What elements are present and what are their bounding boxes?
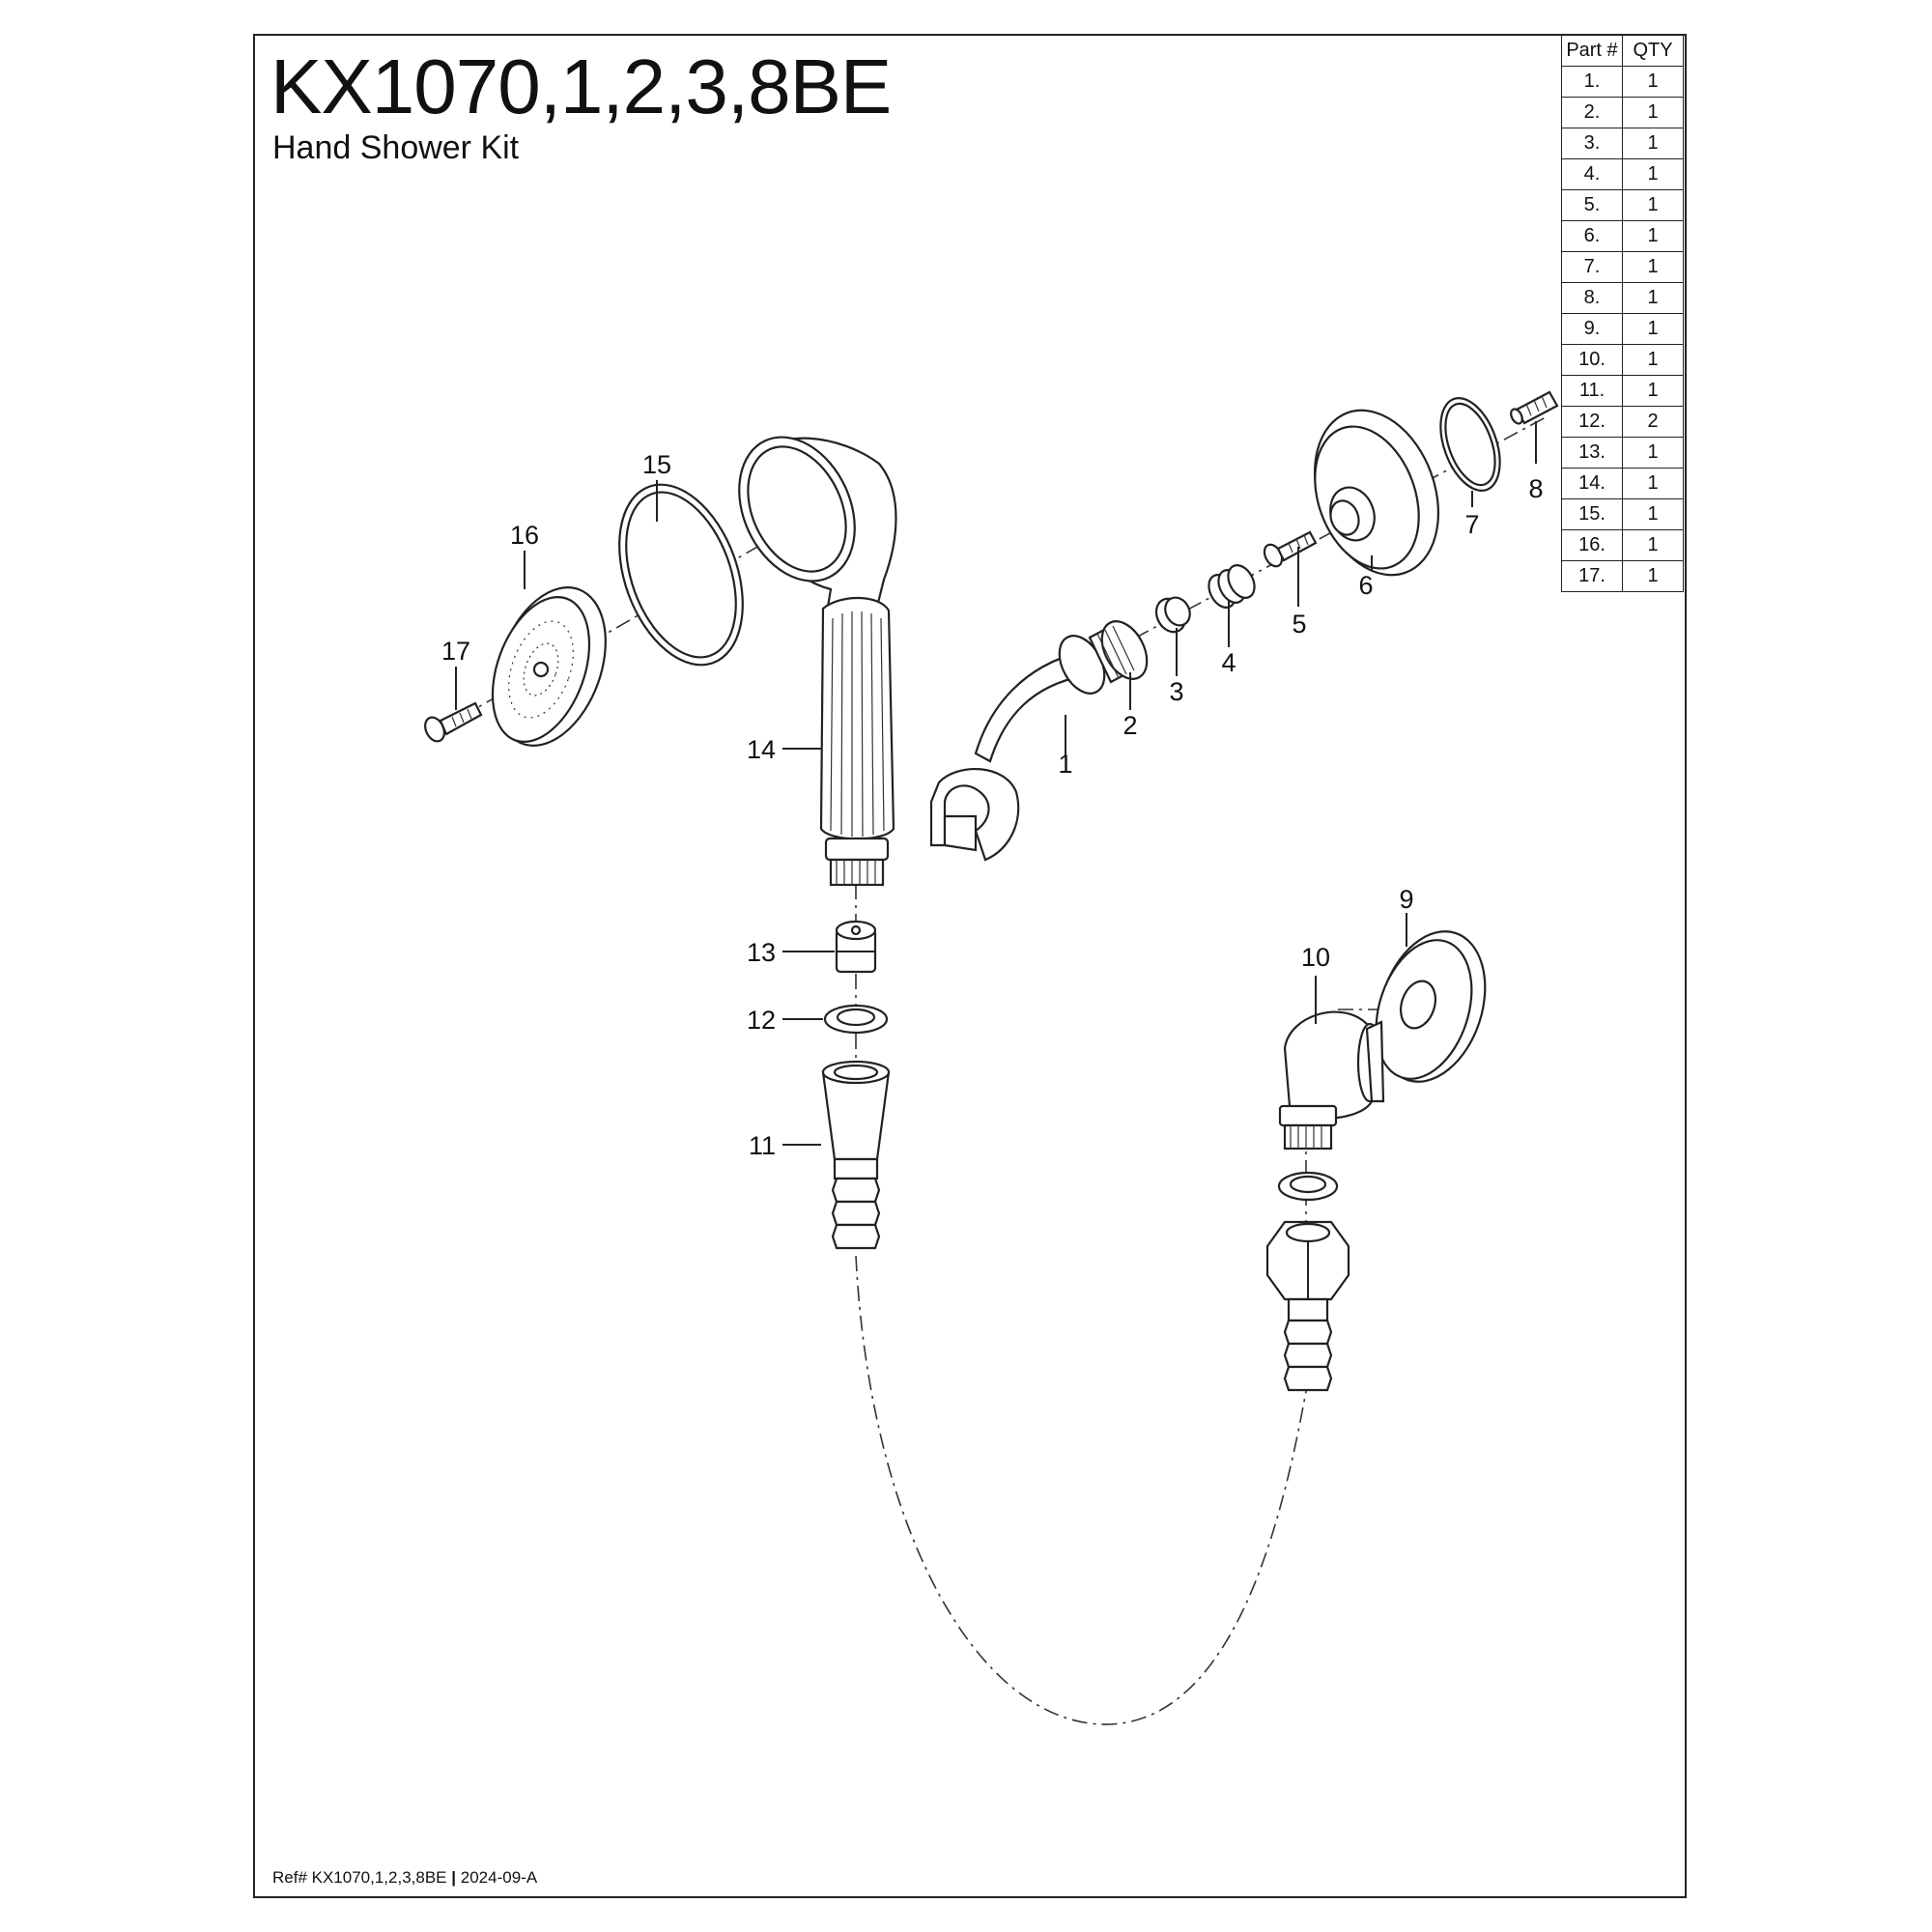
part-17-screw [424,701,483,743]
part-number-cell: 16. [1561,529,1623,561]
qty-cell: 1 [1622,468,1684,499]
part-number-cell: 6. [1561,220,1623,252]
part-14-hand-shower [738,436,897,887]
part-2-swivel-nut [1058,620,1149,695]
part-8-wall-anchor [1510,390,1559,425]
callout-11: 11 [749,1131,776,1160]
part-12-washer-lower [1277,1171,1339,1202]
handle-grip-ribs [830,611,885,838]
part-11-hose-nut [821,1060,891,1250]
part-5-screw [1263,530,1318,568]
qty-cell: 1 [1622,498,1684,530]
qty-cell: 1 [1622,437,1684,469]
qty-cell: 1 [1622,66,1684,98]
callout-14: 14 [747,735,776,764]
callout-8: 8 [1528,474,1543,503]
callout-13: 13 [747,938,776,967]
callout-4: 4 [1221,648,1236,677]
part-7-o-ring [1439,397,1501,492]
callout-10: 10 [1301,943,1330,972]
qty-cell: 1 [1622,220,1684,252]
parts-table-row: 12.2 [1561,406,1684,438]
part-9-escutcheon [1375,930,1487,1083]
callout-6: 6 [1358,571,1373,600]
part-number-cell: 17. [1561,560,1623,592]
parts-table-row: 4.1 [1561,158,1684,190]
callout-2: 2 [1122,711,1137,740]
part-number-cell: 11. [1561,375,1623,407]
part-number-cell: 5. [1561,189,1623,221]
callout-3: 3 [1169,677,1183,706]
part-3-cap-washer [1154,596,1191,634]
parts-table-row: 14.1 [1561,468,1684,499]
parts-table-row: 17.1 [1561,560,1684,592]
callout-1: 1 [1058,750,1072,779]
drawing-sheet-border [253,34,1687,1898]
qty-cell: 1 [1622,375,1684,407]
callout-7: 7 [1464,510,1479,539]
parts-table-row: 1.1 [1561,66,1684,98]
qty-cell: 1 [1622,251,1684,283]
parts-table-row: 15.1 [1561,498,1684,530]
part-10-wall-elbow [1278,1010,1385,1151]
callout-5: 5 [1292,610,1306,639]
part-1-holder-arm [929,650,1084,862]
footer-separator: | [451,1868,457,1887]
parts-table-row: 6.1 [1561,220,1684,252]
part-16-spray-face [491,586,607,747]
callout-16: 16 [510,521,539,550]
qty-cell: 1 [1622,282,1684,314]
part-13-flow-restrictor [835,920,877,974]
parts-table-row: 7.1 [1561,251,1684,283]
part-number-cell: 13. [1561,437,1623,469]
callout-15: 15 [642,450,671,479]
footer-ref-number: Ref# KX1070,1,2,3,8BE [272,1868,447,1887]
hose-connector-nut [1265,1220,1350,1392]
page-title: KX1070,1,2,3,8BE [270,43,892,129]
parts-table-row: 13.1 [1561,437,1684,469]
qty-cell: 1 [1622,529,1684,561]
callout-labels: 1 2 3 4 5 6 7 8 9 10 11 12 13 14 15 16 1… [441,450,1544,1160]
part-12-washer-upper [823,1004,889,1035]
parts-table-row: 11.1 [1561,375,1684,407]
qty-cell: 1 [1622,189,1684,221]
part-number-cell: 3. [1561,128,1623,159]
footer-reference: Ref# KX1070,1,2,3,8BE | 2024-09-A [272,1868,537,1888]
qty-cell: 1 [1622,97,1684,128]
part-4-spring [1208,564,1256,609]
part-15-o-ring [618,483,744,667]
parts-table-row: 16.1 [1561,529,1684,561]
part-6-wall-flange [1313,409,1440,577]
qty-header: QTY [1622,35,1684,67]
callout-12: 12 [747,1006,776,1035]
qty-cell: 1 [1622,560,1684,592]
callout-9: 9 [1399,885,1413,914]
parts-table-row: 2.1 [1561,97,1684,128]
page-subtitle: Hand Shower Kit [272,129,520,166]
qty-cell: 1 [1622,344,1684,376]
parts-table-row: 5.1 [1561,189,1684,221]
callout-leader-lines [455,421,1537,1146]
parts-table-row: 8.1 [1561,282,1684,314]
footer-revision: 2024-09-A [460,1868,538,1887]
part-number-cell: 15. [1561,498,1623,530]
callout-17: 17 [441,637,470,666]
part-number-cell: 4. [1561,158,1623,190]
part-number-cell: 7. [1561,251,1623,283]
qty-cell: 2 [1622,406,1684,438]
